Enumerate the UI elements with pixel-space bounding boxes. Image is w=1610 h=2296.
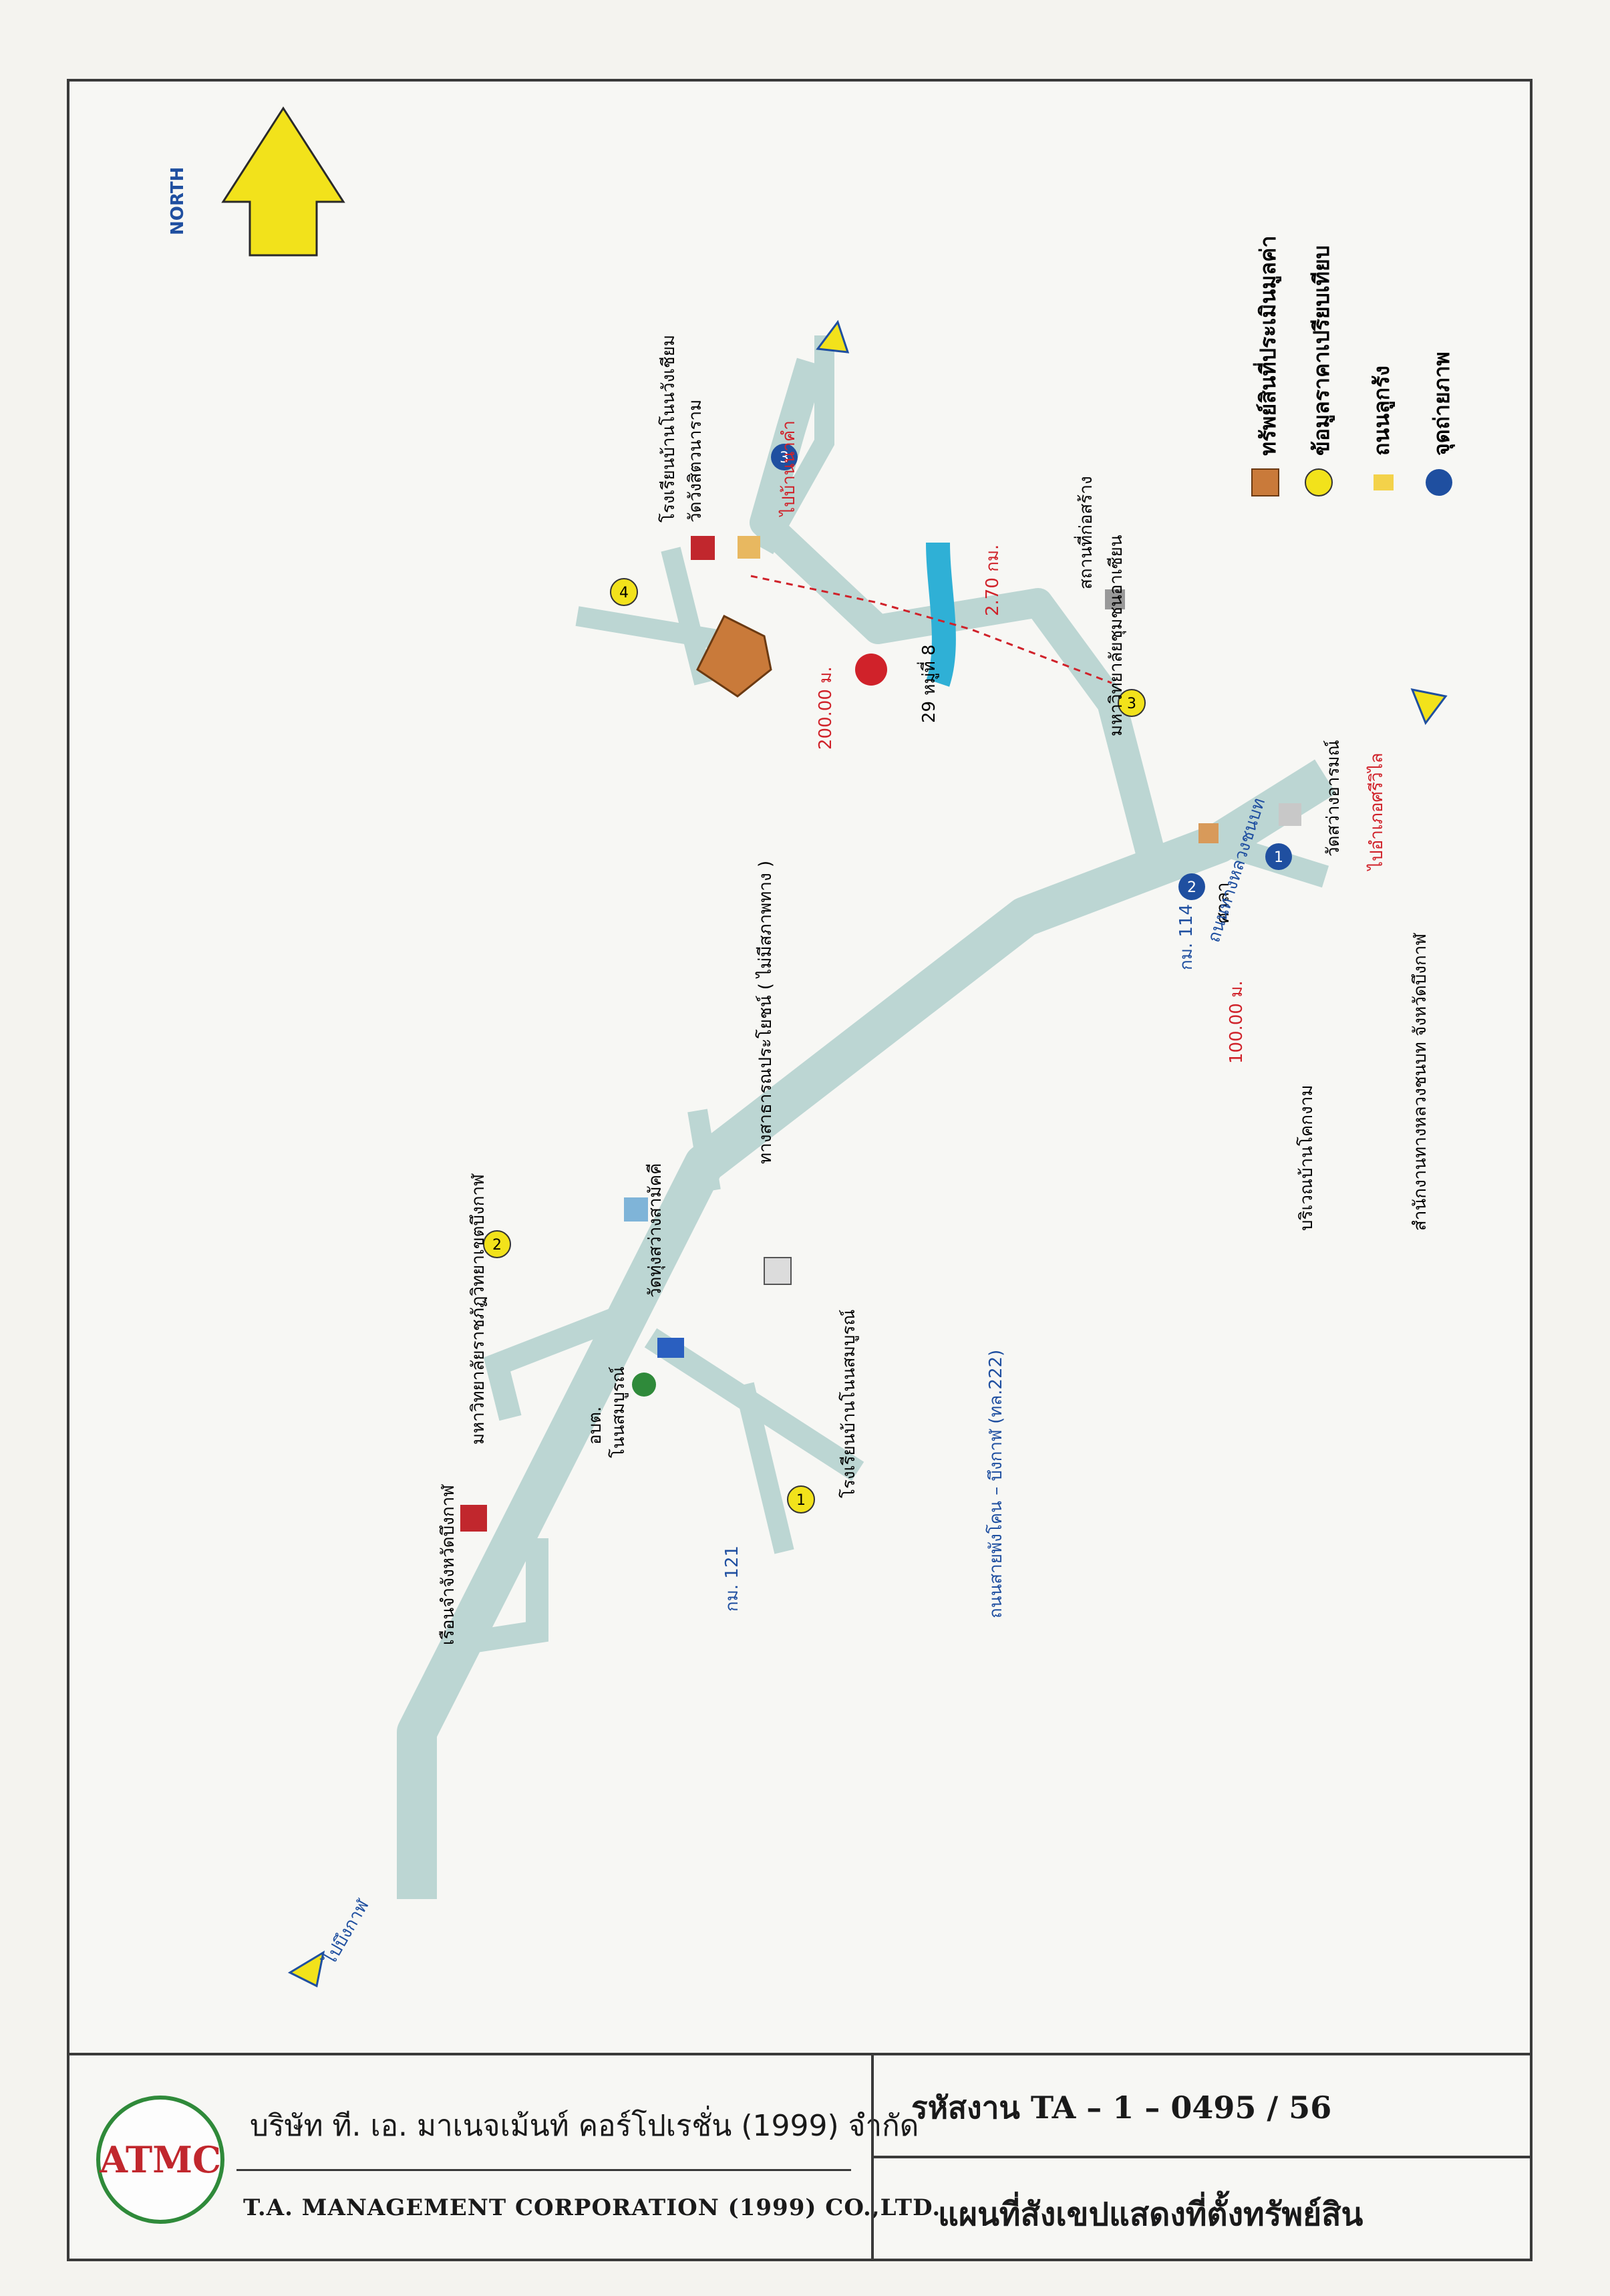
road-village-south (661, 547, 714, 686)
svg-text:1: 1 (796, 1492, 806, 1509)
title-block: ATMC บริษัท ที. เอ. มาเนจเม้นท์ คอร์โปเร… (69, 2053, 1530, 2261)
label-school-wang: โรงเรียนบ้านโนนวังเชียม (658, 335, 679, 523)
road-branch-prison (448, 1538, 548, 1657)
label-wat-sawang: วัดสว่างอารมณ์ (1323, 740, 1343, 857)
school-wang-icon (691, 536, 715, 560)
legend-photo-label: จุดถ่ายภาพ (1429, 351, 1456, 456)
label-land-office: สำนักงานทางหลวงชนบท จังหวัดบึงกาฬ (1410, 933, 1430, 1231)
temple-icon (624, 1197, 648, 1222)
label-mahachula: มหาวิทยาลัยชุมชนอาเซียน (1106, 535, 1126, 736)
legend-property-swatch (1251, 468, 1279, 496)
prison-building-icon (460, 1505, 487, 1532)
svg-text:1: 1 (1274, 849, 1283, 866)
svg-text:2: 2 (1187, 879, 1196, 896)
legend-comparison-swatch (1305, 468, 1333, 496)
wat-wang-icon (738, 536, 760, 559)
company-name-thai: บริษัท ที. เอ. มาเนจเม้นท์ คอร์โปเรชั่น … (250, 2109, 919, 2143)
map-canvas: 1 2 3 4 1 2 3 เรือนจำจังหวัดบึงกาฬ มหาวิ… (168, 106, 1456, 1988)
label-dist-270: 2.70 กม. (983, 545, 1003, 616)
comparison-marker-2: 2 (483, 1230, 511, 1258)
label-school-nonsomboon: โรงเรียนบ้านโนนสมบูรณ์ (838, 1310, 859, 1498)
road-to-nam-kham (755, 335, 834, 555)
legend-photo-swatch (1426, 469, 1452, 496)
construction-icon (1105, 589, 1125, 609)
school-building-icon (764, 1257, 792, 1285)
property-parcel (696, 614, 772, 698)
distance-line-270km (750, 575, 1112, 684)
label-dist-100: 100.00 ม. (1227, 980, 1247, 1064)
comparison-marker-4: 4 (610, 578, 638, 606)
photo-marker-1: 1 (1265, 843, 1292, 870)
label-to-si-wilai: ไปอำเภอศรีวิไล (1366, 752, 1387, 871)
arrow-to-bueng-kan (287, 1950, 325, 1988)
north-arrow (221, 106, 345, 257)
road-village-north (575, 606, 740, 653)
label-construction: สถานที่ก่อสร้าง (1074, 476, 1096, 589)
road-branch-km121 (734, 1382, 794, 1554)
label-wat-thung: วัดทุ่งสว่างสามัคคี (645, 1163, 665, 1298)
road-branch-rajabhat (483, 1307, 622, 1421)
legend-property-label: ทรัพย์สินที่ประเมินมูลค่า (1253, 236, 1282, 456)
map-sheet: 1 2 3 4 1 2 3 เรือนจำจังหวัดบึงกาฬ มหาวิ… (67, 79, 1533, 2261)
label-wat-wang: วัดวังสิตวนาราม (685, 400, 705, 523)
company-divider (236, 2169, 851, 2171)
label-moo: 29 หมู่ที่ 8 (917, 644, 939, 723)
arrow-to-si-wilai (1410, 688, 1448, 726)
title-block-divider-horizontal (871, 2156, 1530, 2158)
map-title: แผนที่สังเขปแสดงที่ตั้งทรัพย์สิน (938, 2196, 1363, 2233)
salaa-icon (1198, 823, 1219, 843)
wat-sawang-icon (1279, 803, 1301, 826)
label-salaa: ศาลา (1213, 882, 1233, 923)
road-branch-wat (687, 1109, 721, 1193)
label-north: NORTH (168, 167, 188, 235)
label-road-main: ถนนสายพังโคน – บึงกาฬ (ทล.222) (985, 1350, 1006, 1618)
legend-laterite-swatch (1374, 474, 1394, 490)
label-km114: กม. 114 (1176, 904, 1196, 970)
label-sao-2: โนนสมบูรณ์ (608, 1367, 629, 1458)
tree-icon (632, 1373, 656, 1397)
comparison-marker-1: 1 (787, 1485, 815, 1514)
river (926, 542, 956, 687)
title-block-divider (871, 2055, 874, 2261)
svg-text:3: 3 (1127, 696, 1136, 712)
arrow-to-nam-kham (816, 319, 850, 353)
label-to-bueng-kan: ไปบึงกาฬ (319, 1895, 373, 1969)
legend: ทรัพย์สินที่ประเมินมูลค่า ข้อมูลราคาเปรี… (1251, 236, 1456, 496)
label-area-khok-ngam: บริเวณบ้านโคกงาม (1296, 1085, 1317, 1232)
svg-text:2: 2 (492, 1237, 502, 1254)
legend-comparison-label: ข้อมูลราคาเปรียบเทียบ (1309, 245, 1335, 456)
comparison-marker-3: 3 (1118, 689, 1146, 717)
photo-marker-3: 3 (771, 444, 798, 470)
label-prison: เรือนจำจังหวัดบึงกาฬ (438, 1484, 458, 1645)
label-dist-200: 200.00 ม. (816, 666, 836, 750)
label-rajabhat: มหาวิทยาลัยราชภัฏวิทยาเขตบึงกาฬ (468, 1173, 488, 1445)
legend-laterite-label: ถนนลูกรัง (1369, 366, 1396, 456)
label-public-way: ทางสาธารณประโยชน์ ( ไม่มีสภาพทาง ) (755, 861, 776, 1164)
svg-text:3: 3 (780, 450, 789, 466)
rural-road (750, 357, 1173, 887)
label-sao-1: อบต. (585, 1407, 605, 1445)
photo-marker-2: 2 (1178, 873, 1205, 900)
sao-building-icon (657, 1338, 684, 1358)
tree-red-icon (855, 654, 887, 686)
label-to-nam-kham: ไปบ้านนาคำ (778, 420, 799, 517)
job-code: รหัสงาน TA – 1 – 0495 / 56 (911, 2090, 1332, 2126)
company-logo: ATMC (96, 2096, 224, 2224)
company-name-english: T.A. MANAGEMENT CORPORATION (1999) CO.,L… (243, 2194, 941, 2221)
label-km121: กม. 121 (722, 1546, 742, 1612)
svg-text:4: 4 (619, 585, 629, 601)
